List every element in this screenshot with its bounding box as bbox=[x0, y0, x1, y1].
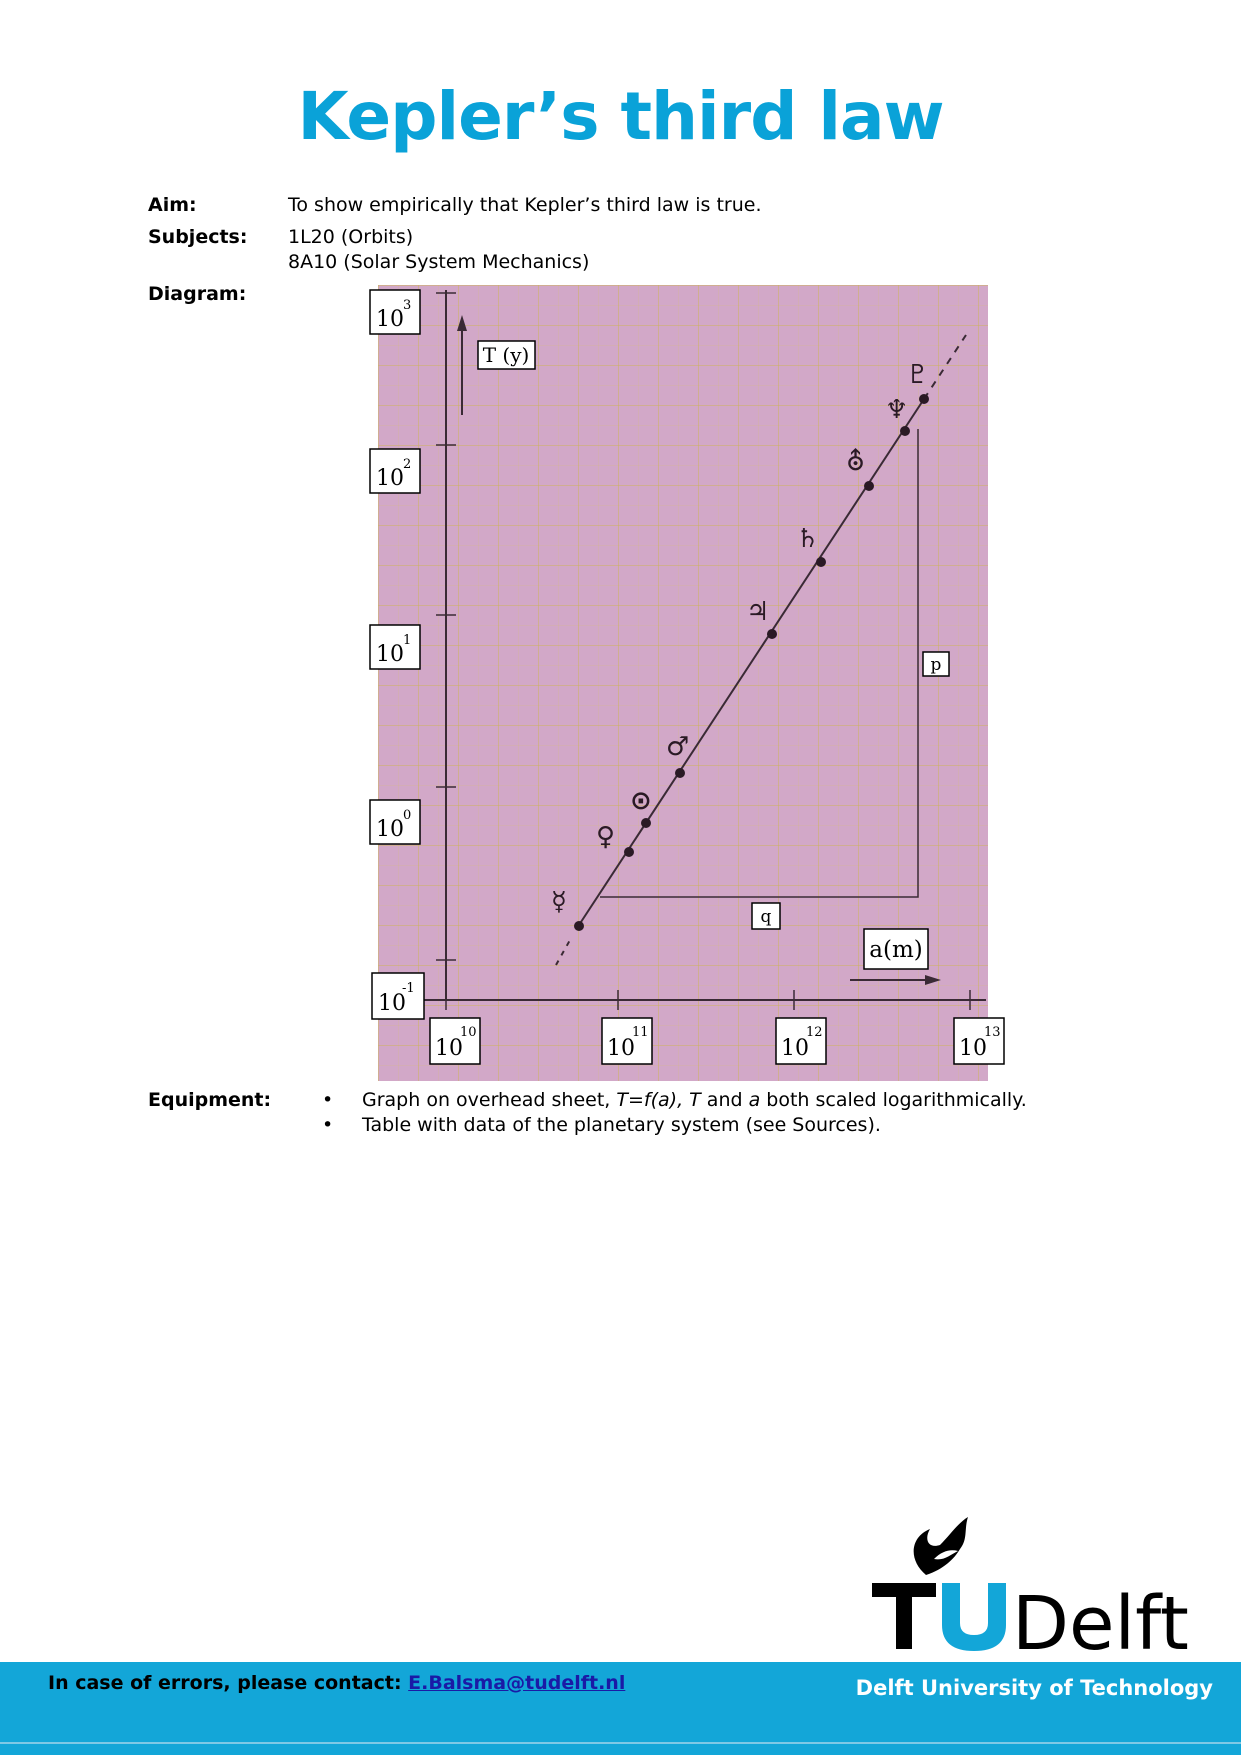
contact-label: In case of errors, please contact: bbox=[48, 1672, 409, 1694]
subjects-label: Subjects: bbox=[148, 226, 248, 248]
point-neptune bbox=[900, 426, 910, 436]
x-axis-label: a(m) bbox=[869, 937, 922, 963]
svg-text:10: 10 bbox=[781, 1036, 809, 1061]
svg-text:10: 10 bbox=[376, 466, 404, 491]
y-tick-10e-1: 10 -1 bbox=[371, 972, 425, 1020]
x-tick-10e12: 10 12 bbox=[775, 1017, 827, 1065]
q-label-box bbox=[751, 902, 781, 930]
y-axis-label: T (y) bbox=[483, 343, 530, 367]
fit-line bbox=[578, 398, 925, 926]
kepler-loglog-graph: ☿ ♀ ⊙ ♂ ♃ ♄ ⛢ ♆ ♇ T (y) a(m) p q 10 3 10 bbox=[369, 285, 1005, 1081]
p-label: p bbox=[931, 655, 942, 675]
svg-text:13: 13 bbox=[984, 1025, 1001, 1040]
svg-text:10: 10 bbox=[376, 642, 404, 667]
y-axis-label-box bbox=[477, 340, 536, 370]
p-label-box bbox=[922, 651, 950, 677]
symbol-mercury: ☿ bbox=[551, 887, 567, 917]
svg-text:10: 10 bbox=[376, 307, 404, 332]
q-label: q bbox=[761, 907, 772, 927]
svg-text:10: 10 bbox=[376, 817, 404, 842]
symbol-uranus: ⛢ bbox=[846, 447, 865, 477]
point-mars bbox=[675, 768, 685, 778]
x-tick-10e10: 10 10 bbox=[429, 1017, 481, 1065]
point-uranus bbox=[864, 481, 874, 491]
y-axis-ticks bbox=[436, 292, 456, 961]
subject-item-2: 8A10 (Solar System Mechanics) bbox=[288, 251, 590, 273]
point-earth bbox=[641, 818, 651, 828]
point-saturn bbox=[816, 557, 826, 567]
contact-email-link[interactable]: E.Balsma@tudelft.nl bbox=[408, 1672, 626, 1694]
x-tick-10e13: 10 13 bbox=[953, 1017, 1005, 1065]
x-axis-label-box bbox=[863, 928, 929, 970]
svg-text:11: 11 bbox=[632, 1025, 649, 1040]
svg-text:10: 10 bbox=[607, 1036, 635, 1061]
y-tick-10e3: 10 3 bbox=[369, 289, 421, 335]
equipment-item-2: •Table with data of the planetary system… bbox=[322, 1114, 881, 1136]
graph-svg: ☿ ♀ ⊙ ♂ ♃ ♄ ⛢ ♆ ♇ T (y) a(m) p q 10 3 10 bbox=[369, 289, 1005, 1065]
svg-text:-1: -1 bbox=[402, 981, 415, 996]
symbol-venus: ♀ bbox=[596, 822, 615, 852]
flame-icon bbox=[913, 1517, 968, 1575]
x-arrow-head bbox=[925, 975, 941, 985]
point-mercury bbox=[574, 921, 584, 931]
svg-text:10: 10 bbox=[378, 991, 406, 1016]
point-jupiter bbox=[767, 629, 777, 639]
equipment-item-1: •Graph on overhead sheet, T=f(a), T and … bbox=[322, 1089, 1027, 1111]
footer-bar: In case of errors, please contact: E.Bal… bbox=[0, 1662, 1241, 1755]
aim-text: To show empirically that Kepler’s third … bbox=[288, 194, 762, 216]
footer-divider bbox=[0, 1742, 1241, 1744]
diagram-label: Diagram: bbox=[148, 283, 247, 305]
tudelft-logo: Delft bbox=[868, 1515, 1208, 1667]
x-tick-10e11: 10 11 bbox=[601, 1017, 653, 1065]
point-venus bbox=[624, 847, 634, 857]
symbol-saturn: ♄ bbox=[796, 524, 819, 554]
svg-text:1: 1 bbox=[403, 633, 411, 648]
symbol-pluto: ♇ bbox=[906, 360, 929, 390]
svg-text:Delft: Delft bbox=[1012, 1581, 1189, 1667]
tudelft-logo-svg: Delft bbox=[872, 1517, 1189, 1667]
planet-points bbox=[574, 394, 929, 931]
contact-line: In case of errors, please contact: E.Bal… bbox=[48, 1672, 625, 1694]
symbol-mars: ♂ bbox=[666, 732, 689, 762]
symbol-neptune: ♆ bbox=[885, 395, 908, 425]
svg-text:0: 0 bbox=[403, 808, 411, 823]
equipment-label: Equipment: bbox=[148, 1089, 272, 1111]
svg-text:12: 12 bbox=[806, 1025, 823, 1040]
y-tick-10e0: 10 0 bbox=[369, 799, 421, 845]
y-tick-10e1: 10 1 bbox=[369, 624, 421, 670]
aim-label: Aim: bbox=[148, 194, 197, 216]
svg-text:10: 10 bbox=[460, 1025, 477, 1040]
page-title: Kepler’s third law bbox=[297, 78, 944, 155]
symbol-earth: ⊙ bbox=[630, 786, 652, 816]
subject-item-1: 1L20 (Orbits) bbox=[288, 226, 414, 248]
x-axis-ticks bbox=[445, 990, 971, 1010]
fit-line-dash-low bbox=[555, 939, 571, 966]
svg-text:3: 3 bbox=[403, 298, 411, 313]
university-name: Delft University of Technology bbox=[855, 1676, 1213, 1700]
y-arrow-head bbox=[457, 315, 467, 331]
y-tick-10e2: 10 2 bbox=[369, 448, 421, 494]
svg-text:2: 2 bbox=[403, 457, 411, 472]
equipment-list: •Graph on overhead sheet, T=f(a), T and … bbox=[322, 1088, 1027, 1138]
fit-line-dash-high bbox=[923, 334, 967, 400]
symbol-jupiter: ♃ bbox=[746, 597, 769, 627]
slope-triangle bbox=[600, 429, 919, 898]
svg-text:10: 10 bbox=[959, 1036, 987, 1061]
point-pluto bbox=[919, 394, 929, 404]
svg-text:10: 10 bbox=[435, 1036, 463, 1061]
